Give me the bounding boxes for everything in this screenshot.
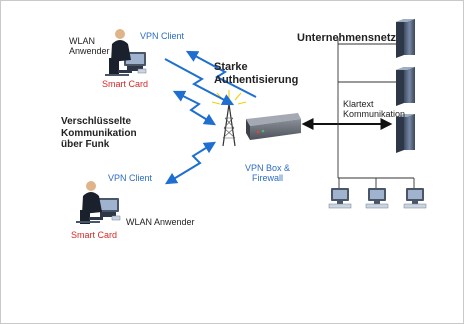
server-icon bbox=[396, 67, 415, 106]
workstation-icon bbox=[365, 188, 389, 209]
network-lines bbox=[337, 38, 415, 188]
unternehmensnetz-label: Unternehmensnetz bbox=[297, 32, 397, 44]
server-icon bbox=[396, 114, 415, 153]
klartext-kommunikation-label: Klartext Kommunikation bbox=[343, 99, 406, 120]
server-icon bbox=[396, 19, 415, 58]
smart-card-bottom-label: Smart Card bbox=[71, 230, 118, 240]
verschluesselte-kommunikation-label: Verschlüsselte Kommunikation über Funk bbox=[61, 116, 137, 150]
vpn-client-bottom-label: VPN Client bbox=[108, 173, 153, 183]
wlan-user-top-icon bbox=[105, 29, 147, 76]
vpn-box-firewall-label: VPN Box & Firewall bbox=[245, 163, 291, 184]
antenna-tower-icon bbox=[211, 90, 247, 147]
vpn-box-icon bbox=[246, 113, 301, 140]
wlan-anwender-bottom-label: WLAN Anwender bbox=[126, 217, 195, 227]
smart-card-top-label: Smart Card bbox=[102, 79, 149, 89]
wlan-anwender-top-label: WLAN Anwender bbox=[69, 36, 110, 57]
workstation-icon bbox=[403, 188, 427, 209]
lightning-arrow-icon bbox=[164, 50, 257, 185]
starke-authentisierung-label: Starke Authentisierung bbox=[214, 61, 299, 86]
wlan-user-bottom-icon bbox=[76, 181, 121, 224]
workstation-icon bbox=[328, 188, 352, 209]
vpn-client-top-label: VPN Client bbox=[140, 31, 185, 41]
